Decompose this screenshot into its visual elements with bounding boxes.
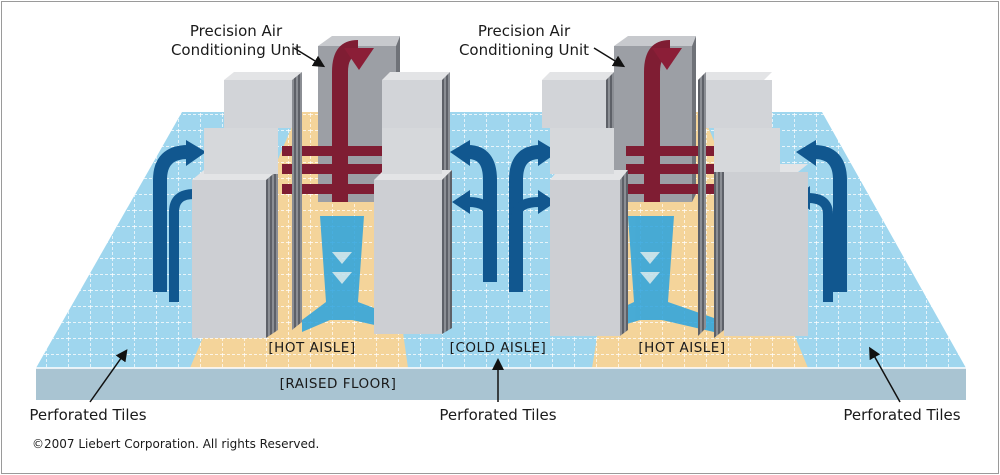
- server-rack-2: [374, 72, 452, 334]
- cold-aisle-label: [COLD AISLE]: [450, 340, 547, 356]
- server-rack-4: [698, 72, 808, 338]
- arrow-left-icon: [796, 140, 816, 166]
- unit-label-left: Precision Air Conditioning Unit: [171, 22, 326, 68]
- arrow-left-icon: [452, 190, 470, 214]
- raised-floor-label: [RAISED FLOOR]: [280, 376, 397, 392]
- arrow-icon: [293, 47, 326, 68]
- perforated-tiles-right-label: Perforated Tiles: [843, 406, 960, 424]
- hot-aisle-right-label: [HOT AISLE]: [638, 340, 725, 356]
- arrow-left-icon: [450, 140, 470, 166]
- perforated-tiles-left-label: Perforated Tiles: [29, 406, 146, 424]
- arrow-down-icon: [652, 48, 682, 70]
- server-rack-1: [192, 72, 302, 338]
- arrow-right-icon: [538, 190, 556, 214]
- copyright-text: ©2007 Liebert Corporation. All rights Re…: [32, 437, 319, 451]
- arrow-icon: [89, 349, 128, 403]
- hot-air-flow-left: [282, 40, 388, 202]
- arrow-right-icon: [186, 140, 206, 166]
- unit-label-left-line1: Precision Air: [190, 22, 283, 40]
- cold-air-flow: [153, 145, 847, 302]
- arrow-down-icon: [344, 48, 374, 70]
- arrow-right-icon: [538, 140, 558, 166]
- unit-label-right-line1: Precision Air: [478, 22, 571, 40]
- server-rack-3: [542, 72, 628, 336]
- arrow-icon: [593, 47, 626, 68]
- perforated-tiles-center-label: Perforated Tiles: [439, 406, 556, 424]
- hot-air-flow-right: [626, 40, 716, 202]
- arrow-icon: [869, 346, 901, 403]
- unit-label-right: Precision Air Conditioning Unit: [459, 22, 626, 68]
- perforated-tiles-center: Perforated Tiles: [439, 358, 557, 424]
- unit-label-right-line2: Conditioning Unit: [459, 41, 589, 59]
- tile-airflow: [302, 216, 714, 332]
- hot-aisle-left-label: [HOT AISLE]: [268, 340, 355, 356]
- perforated-tiles-left: Perforated Tiles: [29, 349, 147, 424]
- unit-label-left-line2: Conditioning Unit: [171, 41, 301, 59]
- perforated-tiles-right: Perforated Tiles: [843, 346, 961, 424]
